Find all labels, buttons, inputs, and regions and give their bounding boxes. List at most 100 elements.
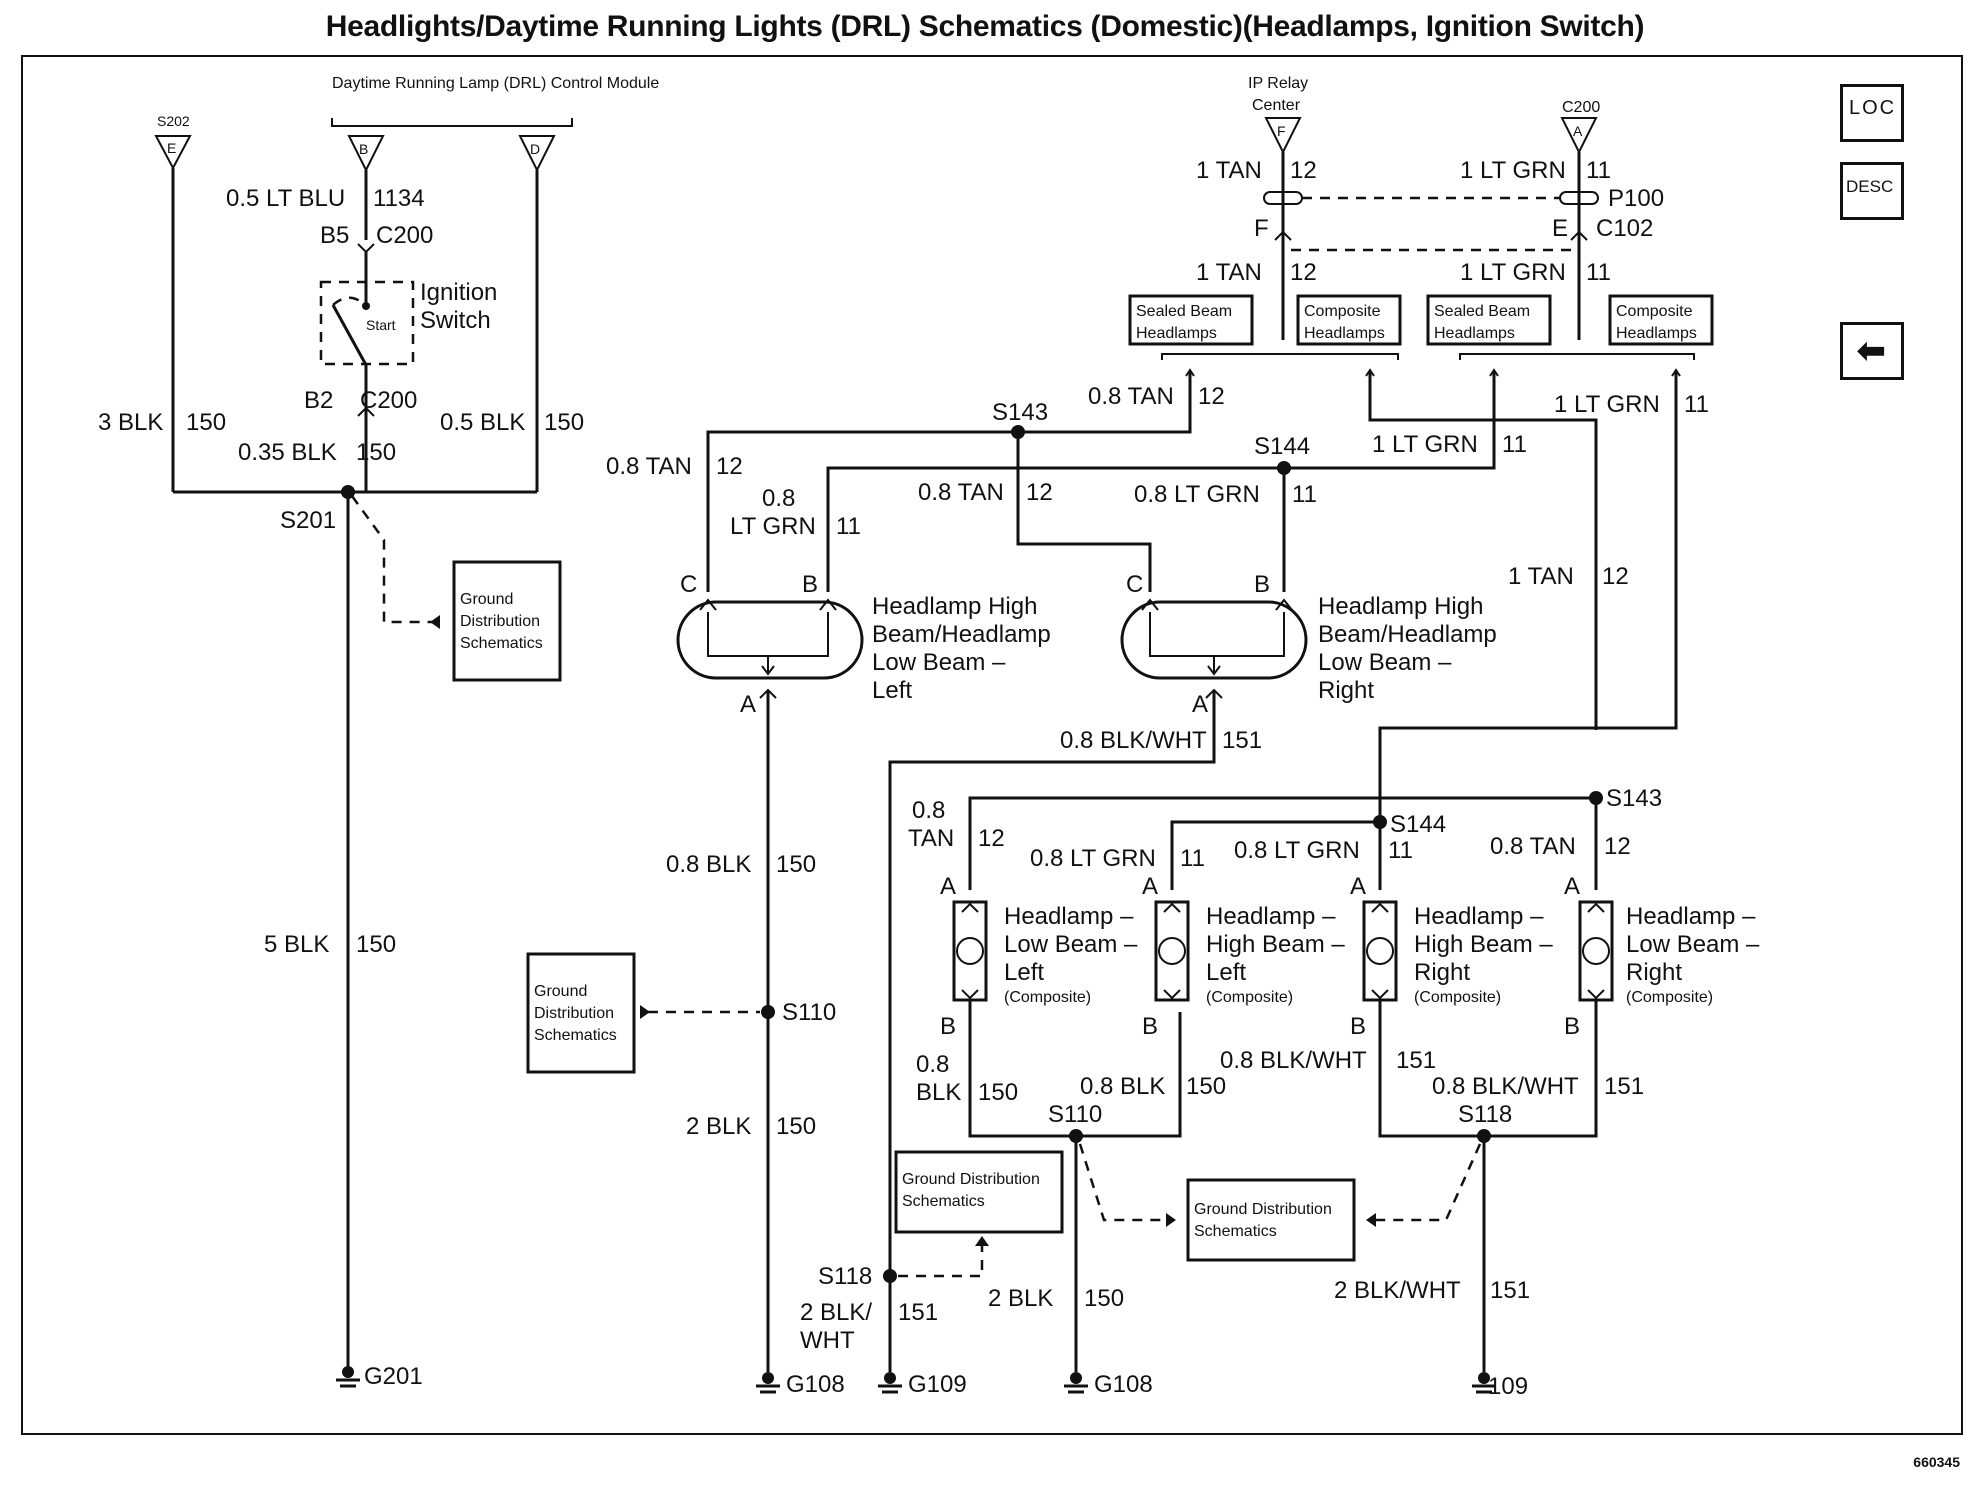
w-ltblu: 0.5 LT BLU	[226, 185, 345, 212]
s118-right-ground-ref	[1376, 1143, 1482, 1222]
ground-dist-box-1[interactable]	[452, 560, 562, 682]
back-button[interactable]: ⬅	[1840, 322, 1904, 380]
c102-label: C102	[1596, 215, 1653, 242]
comp-hl-l2: High Beam –	[1206, 931, 1345, 958]
w-1ltgrn-top: 1 LT GRN	[1460, 157, 1566, 184]
c102-f: F	[1254, 215, 1269, 242]
comp-lr-pin-a: A	[1564, 873, 1580, 900]
w-08tan-lo-b: TAN	[908, 825, 954, 852]
s118-left-label: S118	[818, 1263, 872, 1290]
b5-label: B5	[320, 222, 349, 249]
gd2-arrow	[640, 1005, 650, 1019]
wire-ltgrn-hi-left	[1170, 820, 1380, 890]
comp-lr-bulb	[1582, 937, 1610, 965]
drl-module-bracket	[331, 118, 573, 127]
w-08bw-b3: 0.8 BLK/WHT	[1220, 1047, 1367, 1074]
sealed-beam-box-1[interactable]	[1128, 294, 1254, 346]
dual-left-label-1: Headlamp High	[872, 593, 1037, 620]
g109b-node	[1478, 1372, 1490, 1384]
wire-tan-lo-left	[968, 796, 1596, 890]
wire-ltgrn-s144	[1284, 370, 1496, 470]
comp2a: Composite	[1616, 303, 1693, 320]
wire-ltgrn-left-b	[826, 466, 1284, 592]
comp-ll-bulb	[956, 937, 984, 965]
sel2-ltgrn-term	[1489, 368, 1499, 377]
comp-ll-pin-b: B	[940, 1013, 956, 1040]
desc-label: DESC	[1846, 177, 1894, 196]
w-08ltgrn-hr: 0.8 LT GRN	[1234, 837, 1360, 864]
gd1c: Schematics	[460, 635, 543, 652]
comp-ll-l1: Headlamp –	[1004, 903, 1134, 930]
g201-node	[342, 1366, 354, 1378]
comp-lr-l1: Headlamp –	[1626, 903, 1756, 930]
dual-left-label-2: Beam/Headlamp	[872, 621, 1051, 648]
composite-box-1[interactable]	[1296, 294, 1402, 346]
w-11-s144: 11	[1502, 431, 1527, 458]
w-035blk: 0.35 BLK	[238, 439, 337, 466]
w-12-mid: 12	[1290, 259, 1317, 286]
w-151-b4: 151	[1604, 1073, 1644, 1100]
w-12-lr: 12	[1604, 833, 1631, 860]
w-05blk: 0.5 BLK	[440, 409, 525, 436]
w-08bw-b4: 0.8 BLK/WHT	[1432, 1073, 1579, 1100]
ground-dist-box-4[interactable]	[1186, 1178, 1356, 1262]
ign-start-label: Start	[366, 317, 396, 333]
gd1a: Ground	[460, 591, 513, 608]
gd4a: Ground Distribution	[1194, 1201, 1332, 1218]
diagram-frame	[21, 55, 1963, 1435]
desc-button[interactable]: DESC	[1840, 162, 1904, 220]
g108b-node	[1070, 1372, 1082, 1384]
ground-g201: G201	[364, 1363, 423, 1390]
dual-left-pin-c: C	[680, 571, 697, 598]
w-08ltgrn-mid: 0.8 LT GRN	[1134, 481, 1260, 508]
ground-dist-box-3[interactable]	[894, 1150, 1064, 1234]
ground-g109-a	[878, 1372, 902, 1394]
ground-g109-a-label: G109	[908, 1371, 967, 1398]
c200-pin-a	[1560, 117, 1598, 155]
c200-b2-label: C200	[360, 387, 417, 414]
w-2blk: 2 BLK	[686, 1113, 751, 1140]
ground-dist-box-2[interactable]	[526, 952, 636, 1074]
w-12-s143: 12	[1198, 383, 1225, 410]
comp-hr-arrows	[1371, 902, 1389, 1000]
s143-top-label: S143	[992, 399, 1048, 426]
comp-ll-pin-a: A	[940, 873, 956, 900]
loc-button[interactable]: LOC	[1840, 84, 1904, 142]
left-arrow-icon: ⬅	[1857, 332, 1886, 370]
b2-label: B2	[304, 387, 333, 414]
ign-label-1: Ignition	[420, 279, 497, 306]
comp-hl-pin-a: A	[1142, 873, 1158, 900]
comp-lr-pin-b: B	[1564, 1013, 1580, 1040]
w-5blk: 5 BLK	[264, 931, 329, 958]
splice-s118-right	[1477, 1129, 1491, 1143]
comp-lr-arrows	[1587, 902, 1605, 1000]
composite-box-2[interactable]	[1608, 294, 1714, 346]
p100-label: P100	[1608, 185, 1664, 212]
splice-s110-left	[761, 1005, 775, 1019]
w-151-g109: 151	[898, 1299, 938, 1326]
w-150e: 150	[776, 851, 816, 878]
drl-pin-b-label: B	[359, 141, 368, 157]
composite-low-left	[952, 900, 988, 1002]
dual-right-pin-c: C	[1126, 571, 1143, 598]
selector-1	[1161, 353, 1399, 360]
s202-connector	[154, 135, 192, 171]
comp-hr-body	[1362, 900, 1398, 1002]
sel2-comp-term	[1671, 368, 1681, 377]
drl-module-label: Daytime Running Lamp (DRL) Control Modul…	[332, 75, 659, 92]
gd3a: Ground Distribution	[902, 1171, 1040, 1188]
s144-right-label: S144	[1390, 811, 1446, 838]
comp-hr-bulb	[1366, 937, 1394, 965]
comp1b: Headlamps	[1304, 325, 1385, 342]
g108a-node	[762, 1372, 774, 1384]
comp-hr-l1: Headlamp –	[1414, 903, 1544, 930]
s118-left-ground-ref	[898, 1246, 984, 1278]
w-08-ltgrn-a: 0.8	[762, 485, 795, 512]
wire-tan-left-c	[706, 430, 1018, 592]
dual-headlamp-right	[1120, 600, 1308, 680]
w-12-lo: 12	[978, 825, 1005, 852]
comp-hl-l4: (Composite)	[1206, 989, 1293, 1006]
w-2blkwht-r: 2 BLK/WHT	[1334, 1277, 1461, 1304]
w-11-mid: 11	[1586, 259, 1611, 286]
sealed-beam-box-2[interactable]	[1426, 294, 1552, 346]
